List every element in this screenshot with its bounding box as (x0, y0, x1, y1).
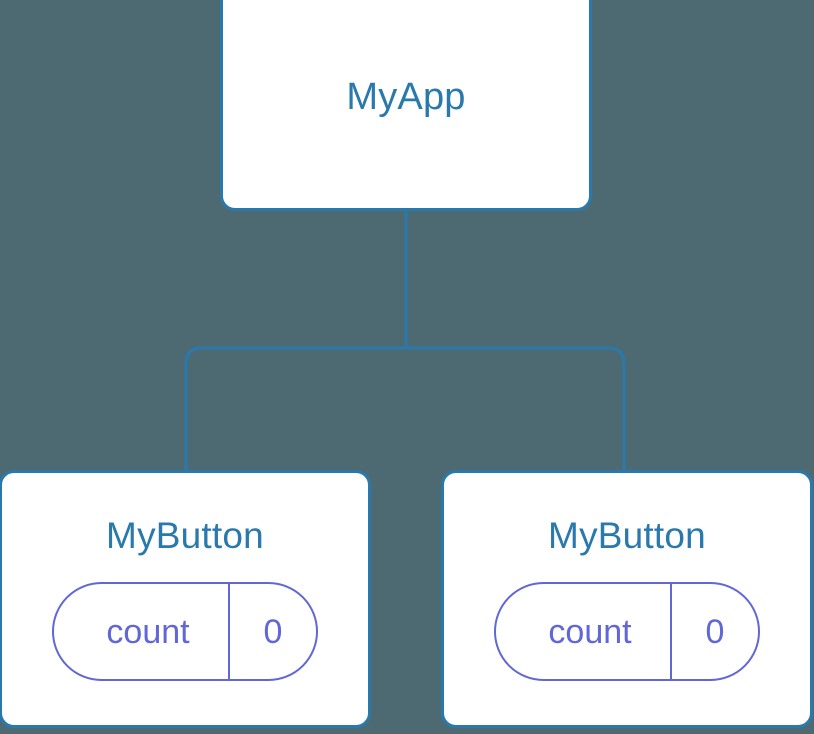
edge-root-to-child-left (184, 346, 406, 472)
tree-node-child-left[interactable]: MyButton count 0 (0, 470, 371, 728)
state-pill[interactable]: count 0 (494, 582, 760, 681)
state-key: count (106, 612, 190, 651)
edge-root-to-child-right (406, 346, 626, 472)
state-value: 0 (228, 584, 316, 679)
tree-node-root[interactable]: MyApp (220, 0, 592, 211)
node-title: MyApp (346, 75, 466, 118)
state-value: 0 (670, 584, 758, 679)
state-pill[interactable]: count 0 (52, 582, 318, 681)
node-title: MyButton (106, 515, 264, 556)
node-title: MyButton (548, 515, 706, 556)
tree-node-child-right[interactable]: MyButton count 0 (441, 470, 813, 728)
state-key: count (548, 612, 632, 651)
